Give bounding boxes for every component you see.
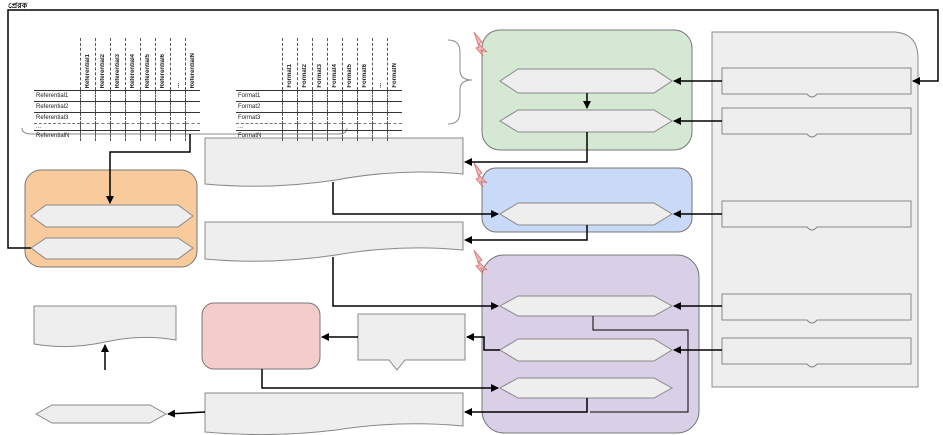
table-row: Referential1	[34, 90, 200, 102]
connector-purple2-callout	[466, 333, 500, 351]
table-row: Format1	[236, 90, 402, 102]
orange-hex-1[interactable]	[30, 204, 194, 228]
doc-middle-2[interactable]	[204, 221, 464, 262]
connector-doc2-purple	[332, 257, 499, 310]
table-row: ...	[236, 123, 402, 131]
lightning-icon	[473, 162, 488, 188]
connector-tables-orange	[106, 134, 191, 204]
connector-pink-purple3	[261, 369, 499, 392]
callout-box[interactable]	[357, 313, 466, 371]
lightning-icon	[473, 31, 488, 57]
source-doc-5[interactable]	[721, 337, 912, 368]
source-doc-3[interactable]	[721, 200, 912, 231]
purple-hex-2[interactable]	[499, 338, 673, 362]
source-doc-1[interactable]	[721, 67, 912, 98]
output-hex[interactable]	[34, 404, 168, 424]
green-hex-2[interactable]	[499, 109, 673, 133]
connector-blue-doc2	[464, 225, 588, 244]
green-hex-1[interactable]	[499, 68, 673, 94]
connector-purple-docbottom	[464, 398, 588, 416]
connector-docbottom-output	[167, 409, 206, 418]
purple-hex-1[interactable]	[498, 295, 674, 317]
table-row: Format2	[236, 101, 402, 113]
referential-matrix: Referential1 Referential2 Referential3 R…	[34, 38, 200, 141]
table-row: Referential2	[34, 101, 200, 113]
table-row: FormatN	[236, 130, 402, 141]
diagram-caption: প্রেরক	[8, 1, 28, 10]
table-row: Format3	[236, 112, 402, 124]
source-doc-2[interactable]	[721, 107, 912, 138]
table-row: ...	[34, 123, 200, 131]
doc-middle-1[interactable]	[204, 137, 464, 187]
doc-left[interactable]	[33, 305, 177, 348]
connector-purple1-loop	[590, 316, 689, 413]
connector-loop-top	[7, 9, 939, 249]
connector-doc1-blue	[332, 182, 499, 218]
purple-hex-3[interactable]	[498, 377, 674, 399]
blue-hex[interactable]	[499, 202, 673, 226]
lightning-icon	[473, 249, 488, 275]
connector-green-doc1	[464, 132, 588, 166]
tables-brace-right	[447, 39, 473, 125]
doc-bottom[interactable]	[204, 392, 464, 435]
source-doc-4[interactable]	[721, 293, 912, 324]
pink-process-box[interactable]	[201, 302, 321, 370]
format-matrix: Format1 Format2 Format3 Format4 Format5 …	[236, 38, 402, 141]
table-row: Referential3	[34, 112, 200, 124]
orange-hex-2[interactable]	[30, 237, 194, 260]
table-row: ReferentialN	[34, 130, 200, 141]
